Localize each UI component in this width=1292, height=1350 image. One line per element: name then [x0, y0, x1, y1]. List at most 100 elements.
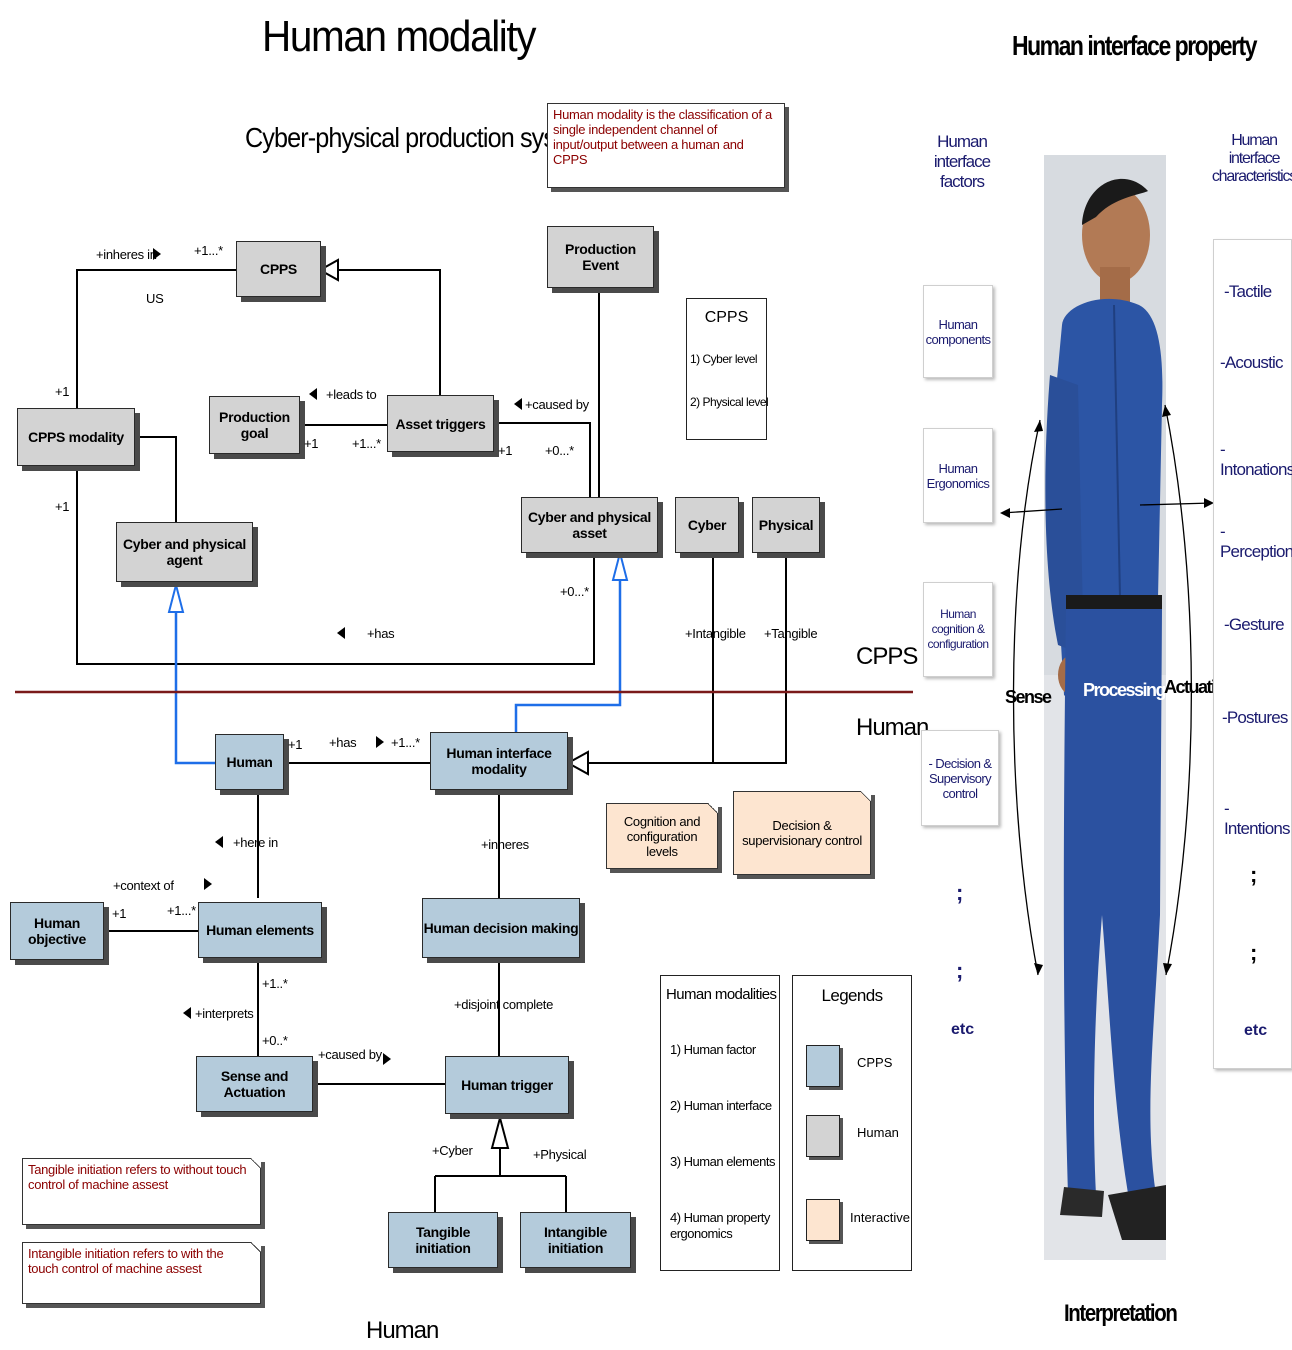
right-horizontal-arrow: [1139, 502, 1213, 506]
sense-arc-tail: [1034, 963, 1043, 975]
label-goal-plus1: +1: [304, 436, 319, 451]
label-gen-cyber: +Cyber: [432, 1143, 473, 1158]
label-has-bottom: +has: [329, 735, 357, 750]
class-cpps[interactable]: CPPS: [236, 241, 321, 297]
agent-generalization-arrow: [167, 581, 185, 613]
label-triggers-multiplicity: +1...*: [352, 436, 381, 451]
factor-label: Human cognition & configuration: [927, 607, 990, 651]
left-horizontal-head: [1000, 508, 1010, 518]
label-interface-multiplicity: +1...*: [391, 735, 420, 750]
human-subtitle: Human: [366, 1317, 439, 1344]
class-human-interface-modality[interactable]: Human interface modality: [430, 732, 568, 790]
label-inheres-in: +inheres in: [96, 247, 157, 262]
class-human-trigger[interactable]: Human trigger: [445, 1056, 569, 1114]
caused-by-arrow-top: [514, 398, 522, 410]
label-disjoint-complete: +disjoint complete: [454, 997, 554, 1012]
label-elements-multiplicity: +1...*: [167, 903, 196, 918]
actuation-arc: [1164, 404, 1192, 976]
note-tangible-initiation: Tangible initiation refers to without to…: [22, 1158, 261, 1225]
factor-label: Human Ergonomics: [926, 460, 990, 491]
modality-has-asset-line: [76, 466, 595, 665]
class-asset-triggers[interactable]: Asset triggers: [387, 395, 494, 452]
note-cognition-text: Cognition and configuration levels: [623, 813, 701, 859]
factor-human-cognition[interactable]: Human cognition & configuration: [923, 582, 993, 677]
class-intangible-initiation[interactable]: Intangible initiation: [520, 1212, 631, 1268]
class-human-objective[interactable]: Human objective: [10, 902, 104, 960]
label-modality-plus1-bottom: +1: [55, 499, 70, 514]
class-human-elements[interactable]: Human elements: [198, 902, 322, 958]
label-caused-by-bottom: +caused by: [318, 1047, 382, 1062]
label-asset-multiplicity-top: +0...*: [545, 443, 574, 458]
left-horizontal-arrow: [1001, 508, 1063, 514]
characteristic-item: -Postures: [1222, 708, 1288, 727]
legend-swatch-human: [806, 1115, 840, 1157]
note-cognition-levels: Cognition and configuration levels: [606, 803, 718, 869]
legend-box: Legends CPPS Human Interactive: [792, 975, 912, 1271]
label-leads-to: +leads to: [326, 387, 377, 402]
legend-label-interactive: Interactive: [850, 1210, 910, 1225]
class-sense-actuation[interactable]: Sense and Actuation: [196, 1056, 313, 1112]
cpps-levels-title: CPPS: [704, 309, 749, 326]
factor-continuation-dot: ;: [956, 958, 964, 983]
class-human[interactable]: Human: [215, 734, 284, 790]
modality-item: 2) Human interface: [670, 1098, 772, 1113]
characteristic-item: -Gesture: [1224, 615, 1285, 634]
sense-label: Sense: [1005, 687, 1052, 707]
interface-generalization-arrow: [565, 750, 589, 776]
characteristic-item: -Intentions: [1224, 799, 1291, 838]
region-label-human: Human: [856, 714, 929, 741]
triggers-to-asset-line: [494, 422, 591, 497]
label-intangible: +Intangible: [685, 626, 746, 641]
interface-to-asset-line: [514, 565, 622, 732]
modality-item: 3) Human elements: [670, 1154, 775, 1169]
actuation-arc-head: [1162, 405, 1171, 417]
cpps-levels-box: CPPS 1) Cyber level 2) Physical level: [686, 298, 769, 440]
has-arrow-bottom: [376, 736, 384, 748]
sense-arc: [1012, 419, 1041, 976]
class-physical[interactable]: Physical: [752, 497, 820, 553]
label-triggers-plus1: +1: [498, 443, 513, 458]
caused-by-arrow-bottom: [383, 1053, 391, 1065]
factor-label: - Decision & Supervisory control: [928, 755, 992, 801]
here-in-arrow: [215, 836, 223, 848]
class-human-decision-making[interactable]: Human decision making: [422, 898, 580, 958]
class-cpps-modality[interactable]: CPPS modality: [17, 408, 135, 466]
factor-human-components[interactable]: Human components: [923, 285, 993, 378]
class-production-goal[interactable]: Production goal: [209, 396, 300, 454]
class-production-event[interactable]: Production Event: [547, 226, 654, 288]
cpps-physical-level: 2) Physical level: [690, 395, 769, 409]
actuation-arc-tail: [1163, 963, 1172, 975]
physical-to-interface-line: [568, 553, 787, 764]
human-to-agent-line: [174, 596, 215, 765]
cpps-modality-to-cpps-line: [76, 269, 236, 408]
label-asset-multiplicity-bottom: +0...*: [560, 584, 589, 599]
label-cpps-multiplicity: +1...*: [194, 243, 223, 258]
note-decision-text: Decision & supervisionary control: [742, 818, 862, 848]
legend-label-cpps: CPPS: [857, 1055, 893, 1070]
modality-to-agent-line: [135, 436, 177, 522]
diagram-title: Human modality: [262, 12, 537, 61]
diagram-connectors: [15, 258, 913, 1212]
factor-decision-supervisory[interactable]: - Decision & Supervisory control: [921, 730, 999, 826]
note-fold-corner: [861, 791, 871, 801]
class-cyber-physical-agent[interactable]: Cyber and physical agent: [116, 522, 253, 582]
note-tangible-text: Tangible initiation refers to without to…: [28, 1162, 247, 1192]
legend-label-human: Human: [857, 1125, 899, 1140]
note-intangible-initiation: Intangible initiation refers to with the…: [22, 1242, 261, 1304]
factor-human-ergonomics[interactable]: Human Ergonomics: [923, 428, 993, 523]
class-cyber-physical-asset[interactable]: Cyber and physical asset: [521, 497, 658, 553]
definition-note: Human modality is the classification of …: [547, 103, 785, 188]
label-tangible: +Tangible: [764, 626, 818, 641]
interpretation-label: Interpretation: [1064, 1300, 1178, 1327]
class-cyber[interactable]: Cyber: [675, 497, 739, 553]
human-figure-illustration: [1044, 155, 1166, 1260]
factor-continuation-dot: ;: [956, 880, 964, 905]
processing-label: Processing: [1083, 680, 1167, 700]
class-tangible-initiation[interactable]: Tangible initiation: [388, 1212, 498, 1268]
interaction-arrows: [1000, 404, 1214, 976]
asset-triggers-to-cpps-line: [337, 269, 441, 395]
modality-item: 4) Human property ergonomics: [670, 1210, 770, 1241]
label-caused-by-top: +caused by: [525, 397, 589, 412]
label-objective-plus1: +1: [112, 906, 127, 921]
cpps-cyber-level: 1) Cyber level: [690, 352, 758, 366]
